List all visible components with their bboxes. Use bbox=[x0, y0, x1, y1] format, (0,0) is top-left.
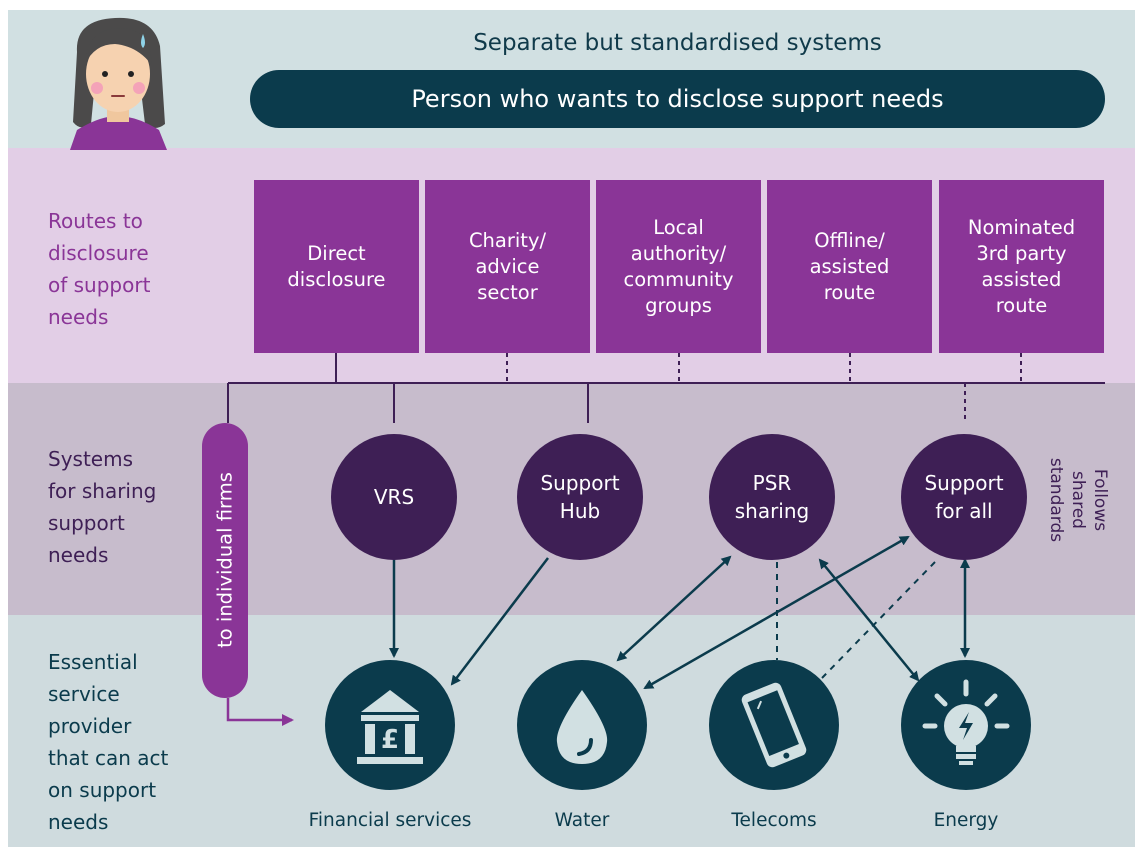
water-drop-icon bbox=[556, 690, 608, 764]
diagram-title: Separate but standardised systems bbox=[473, 30, 882, 56]
route-nominated-third-party: Nominated 3rd party assisted route bbox=[939, 180, 1104, 353]
provider-financial-services: £ bbox=[325, 660, 455, 790]
svg-text:£: £ bbox=[381, 725, 399, 755]
route-direct-disclosure: Direct disclosure bbox=[254, 180, 419, 353]
lightbulb-icon bbox=[922, 679, 1010, 765]
route-local-authority: Local authority/ community groups bbox=[596, 180, 761, 353]
route-charity-advice: Charity/ advice sector bbox=[425, 180, 590, 353]
person-avatar bbox=[70, 17, 167, 150]
system-psr-sharing: PSR sharing bbox=[709, 434, 835, 560]
to-individual-firms-pill bbox=[202, 423, 248, 698]
provider-label-telecoms: Telecoms bbox=[731, 810, 817, 831]
system-vrs: VRS bbox=[331, 434, 457, 560]
person-banner: Person who wants to disclose support nee… bbox=[250, 70, 1105, 128]
row-label-providers: Essential service provider that can act … bbox=[48, 650, 169, 834]
row-label-systems: Systems for sharing support needs bbox=[48, 447, 157, 567]
phone-icon bbox=[741, 682, 807, 768]
provider-label-water: Water bbox=[554, 810, 610, 831]
route-offline-assisted: Offline/ assisted route bbox=[767, 180, 932, 353]
provider-energy bbox=[901, 660, 1031, 790]
follows-shared-standards-label: Follows shared standards bbox=[1046, 457, 1110, 543]
row-label-routes: Routes to disclosure of support needs bbox=[48, 209, 151, 329]
bank-icon: £ bbox=[357, 690, 423, 764]
person-banner-label: Person who wants to disclose support nee… bbox=[411, 85, 944, 113]
provider-telecoms bbox=[709, 660, 839, 790]
system-support-for-all: Support for all bbox=[901, 434, 1027, 560]
provider-water bbox=[517, 660, 647, 790]
system-support-hub: Support Hub bbox=[517, 434, 643, 560]
provider-label-financial-services: Financial services bbox=[308, 810, 472, 831]
to-individual-firms-label: to individual firms bbox=[213, 472, 237, 648]
provider-label-energy: Energy bbox=[933, 810, 999, 831]
